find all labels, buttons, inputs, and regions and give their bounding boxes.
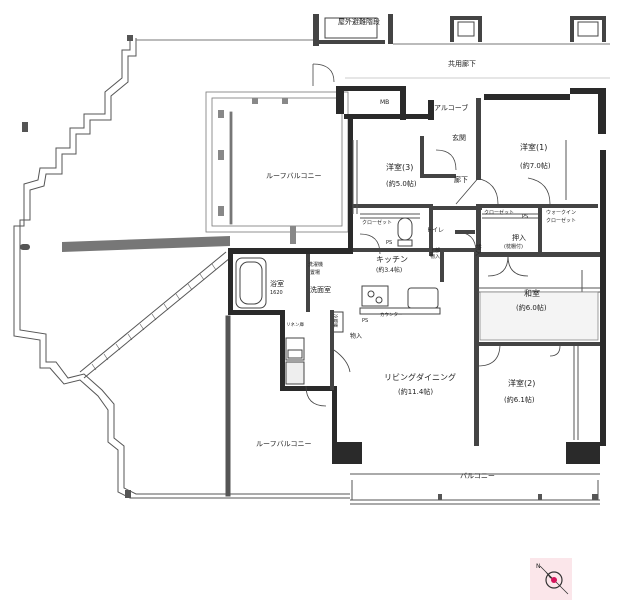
diagonal-rail-ticks [91, 263, 217, 371]
roof-balcony-top-label: ルーフバルコニー [266, 172, 321, 180]
north-arrow: N [530, 558, 572, 600]
interior-walls [306, 98, 600, 446]
ps-label-1: PS [522, 214, 528, 220]
walkin-closet-label-2: クローゼット [546, 217, 576, 224]
balcony-label: バルコニー [460, 472, 495, 480]
bathroom-size: 1620 [270, 290, 283, 296]
hallway-label: 廊下 [454, 175, 468, 184]
toilet-label: トイレ [426, 227, 444, 234]
roof-balcony-top-zone [205, 91, 349, 233]
bathroom-label: 浴室 [270, 279, 284, 288]
corridor-walls [313, 14, 606, 46]
room3-label: 洋室(3) [386, 162, 413, 172]
north-label: N [536, 563, 541, 570]
partitions [352, 140, 600, 440]
upper-storage-label-2: 物入 [430, 253, 440, 260]
washitsu-label: 和室 [524, 288, 540, 298]
roof-balcony-outline [13, 38, 350, 499]
room1-area: (約7.0帖) [520, 161, 551, 170]
diagonal-rail [62, 236, 231, 379]
storage2-label: 物入 [350, 332, 362, 340]
oshiire-label: 押入 [512, 233, 526, 242]
oshiire-sub-label: (枕棚付) [504, 243, 523, 250]
exterior-walls [228, 86, 606, 464]
room2-area: (約6.1帖) [504, 395, 535, 404]
ps-label-3: PS [362, 318, 368, 324]
washroom-label: 洗面室 [310, 285, 331, 294]
washitsu-area: (約6.0帖) [516, 303, 547, 312]
counter-label: カウンター [380, 311, 403, 318]
linen-label: リネン庫 [286, 321, 304, 328]
mb-label: MB [380, 99, 389, 106]
kitchen-label: キッチン [376, 255, 408, 264]
balcony-posts [438, 494, 598, 500]
emergency-stairs-label: 屋外避難階段 [338, 17, 380, 26]
stair-box [324, 17, 599, 39]
upper-storage-label-1: 上部 [430, 247, 440, 254]
storage1-label: 物入 [474, 244, 482, 256]
roof-balcony-bottom-label: ルーフバルコニー [256, 440, 311, 448]
fridge-label: 冷蔵庫 [332, 314, 339, 328]
kitchen-area: (約3.4帖) [376, 266, 402, 274]
ldk-area: (約11.4帖) [398, 387, 433, 396]
entrance-label: 玄関 [452, 133, 466, 142]
washer-label-1: 洗濯機 [308, 261, 323, 268]
planters [218, 98, 296, 244]
bathroom-fixtures [235, 217, 441, 385]
washer-label-2: 置場 [310, 269, 320, 276]
common-corridor-label: 共用廊下 [448, 59, 476, 68]
room3-area: (約5.0帖) [386, 179, 417, 188]
closet1-label: クローゼット [362, 219, 392, 226]
room1-label: 洋室(1) [520, 142, 547, 152]
closet2-label: クローゼット [484, 209, 514, 216]
walkin-closet-label-1: ウォークイン [546, 209, 576, 216]
bottom-balcony [225, 315, 600, 505]
washitsu-tatami [479, 291, 599, 341]
door-swings [305, 63, 561, 407]
ps-label-2: PS [386, 240, 392, 246]
ldk-label: リビングダイニング [384, 372, 456, 382]
roof-balcony-rail-posts [20, 35, 133, 498]
room2-label: 洋室(2) [508, 378, 535, 388]
alcove-label: アルコーブ [434, 103, 468, 112]
